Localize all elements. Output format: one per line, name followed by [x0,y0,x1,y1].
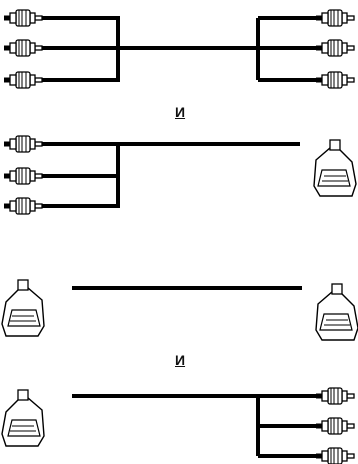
rca-plug [4,136,42,152]
cable-rca-to-scart [4,136,357,214]
scart-plug [1,279,45,337]
cable-scart-to-scart [1,279,358,341]
rca-plug [4,72,42,88]
cable-line [72,394,316,458]
separator-label: И [175,352,186,368]
scart-plug [1,389,45,447]
rca-plug [316,418,354,434]
separator-label: И [175,104,186,120]
scart-plug [313,139,357,197]
right-rca-plugs [316,10,354,88]
rca-plug [316,72,354,88]
left-rca-plugs [4,10,42,88]
rca-plug [4,40,42,56]
rca-plug [316,40,354,56]
rca-plug [4,10,42,26]
rca-plug [316,10,354,26]
cable-rca-to-rca [4,10,354,88]
rca-plug [316,388,354,404]
cable-line [42,16,260,82]
rca-plug [316,448,354,464]
scart-plug [315,283,358,341]
rca-plug [4,168,42,184]
cable-scart-to-rca [1,388,354,464]
cable-line [42,142,300,208]
rca-plug [4,198,42,214]
